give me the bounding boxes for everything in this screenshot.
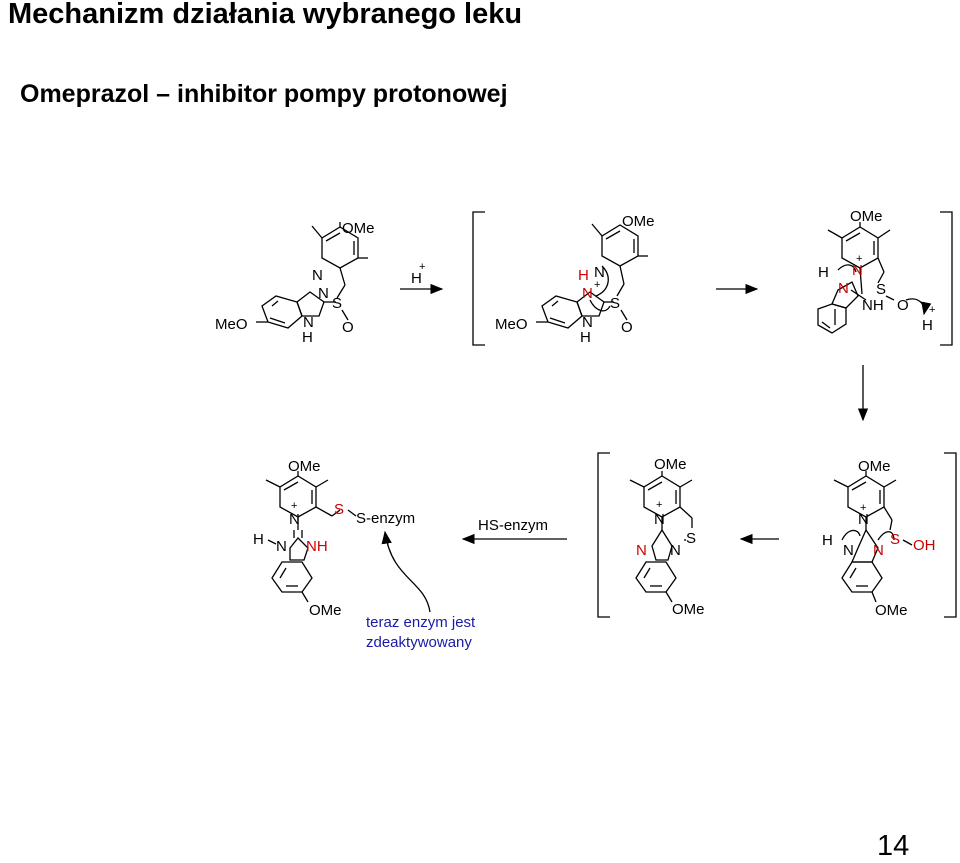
svg-text:S: S	[334, 501, 344, 518]
svg-text:S: S	[890, 531, 900, 548]
enzyme-adduct-labels: OMe + N H N NH S S-enzym OMe	[253, 458, 415, 619]
slide-title: Mechanizm działania wybranego leku	[8, 0, 523, 30]
svg-text:H: H	[580, 329, 591, 346]
protonated-intermediate	[536, 223, 648, 329]
proton-label: H	[411, 270, 422, 287]
svg-text:+: +	[594, 279, 600, 291]
svg-text:N: N	[852, 262, 863, 279]
svg-text:N: N	[582, 314, 593, 331]
svg-text:OH: OH	[913, 537, 936, 554]
svg-text:MeO: MeO	[495, 316, 528, 333]
svg-text:OMe: OMe	[622, 213, 655, 230]
svg-text:S: S	[332, 295, 342, 312]
svg-text:H: H	[302, 329, 313, 346]
bracket2-right	[944, 452, 957, 618]
svg-text:NH: NH	[862, 297, 884, 314]
svg-text:S: S	[876, 281, 886, 298]
svg-text:H: H	[822, 532, 833, 549]
svg-text:OMe: OMe	[850, 208, 883, 225]
svg-text:O: O	[342, 319, 354, 336]
svg-text:N: N	[303, 314, 314, 331]
svg-text:+: +	[929, 304, 935, 316]
page-number: 14	[877, 830, 910, 862]
svg-text:N: N	[843, 542, 854, 559]
svg-text:+: +	[291, 500, 297, 512]
annotation-line1: teraz enzym jest	[366, 614, 476, 631]
svg-text:H: H	[922, 317, 933, 334]
svg-text:OMe: OMe	[309, 602, 342, 619]
svg-text:N: N	[873, 542, 884, 559]
svg-text:S-enzym: S-enzym	[356, 510, 415, 527]
svg-text:N: N	[636, 542, 647, 559]
svg-text:O: O	[621, 319, 633, 336]
svg-text:N: N	[312, 267, 323, 284]
bracket-right	[940, 211, 953, 346]
spiro-labels: OMe + N H S N NH O H +	[818, 208, 935, 334]
svg-text:N: N	[594, 264, 605, 281]
sulfenamide-structure	[629, 471, 693, 603]
bracket2-left	[597, 452, 610, 618]
sulfenamide-labels: OMe + N N N S OMe	[636, 456, 705, 618]
svg-text:OMe: OMe	[672, 601, 705, 618]
svg-text:S: S	[686, 530, 696, 547]
svg-text:OMe: OMe	[654, 456, 687, 473]
spiro-intermediate	[817, 222, 932, 334]
annotation-arrow	[381, 530, 431, 613]
svg-text:+: +	[419, 261, 425, 273]
svg-text:N: N	[838, 280, 849, 297]
svg-text:OMe: OMe	[875, 602, 908, 619]
svg-text:H: H	[253, 531, 264, 548]
svg-text:OMe: OMe	[342, 220, 375, 237]
slide-subtitle: Omeprazol – inhibitor pompy protonowej	[20, 80, 508, 108]
svg-text:+: +	[860, 502, 866, 514]
svg-text:NH: NH	[306, 538, 328, 555]
svg-text:S: S	[610, 295, 620, 312]
annotation-line2: zdeaktywowany	[366, 634, 472, 651]
svg-text:O: O	[897, 297, 909, 314]
svg-text:N: N	[318, 285, 329, 302]
omeprazole-labels: OMe N N S O N H MeO	[215, 220, 375, 346]
enzyme-adduct-structure	[265, 471, 357, 603]
svg-text:+: +	[856, 253, 862, 265]
svg-text:H: H	[578, 267, 589, 284]
svg-text:N: N	[276, 538, 287, 555]
protonated-labels: OMe N H N + S O N H MeO	[495, 213, 655, 346]
svg-text:MeO: MeO	[215, 316, 248, 333]
hs-enzym-label: HS-enzym	[478, 517, 548, 534]
svg-text:N: N	[582, 285, 593, 302]
sulfenic-acid-structure	[833, 471, 913, 603]
svg-text:N: N	[289, 511, 300, 528]
svg-text:N: N	[858, 511, 869, 528]
svg-text:N: N	[654, 511, 665, 528]
sulfenic-acid-labels: OMe + N H N N S OH OMe	[822, 458, 936, 619]
omeprazole-structure	[256, 222, 368, 329]
svg-text:OMe: OMe	[288, 458, 321, 475]
svg-text:N: N	[670, 542, 681, 559]
svg-text:H: H	[818, 264, 829, 281]
svg-text:+: +	[656, 499, 662, 511]
svg-text:OMe: OMe	[858, 458, 891, 475]
bracket-left	[472, 211, 485, 346]
